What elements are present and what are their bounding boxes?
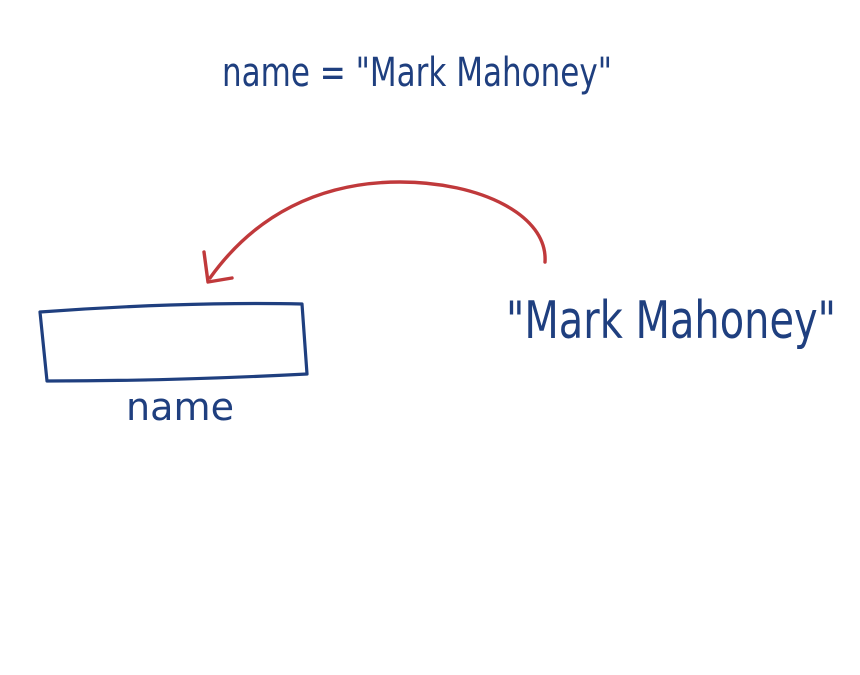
assignment-statement: name = "Mark Mahoney" [222, 50, 612, 96]
assignment-arrow [202, 180, 547, 284]
arrow-head [202, 250, 234, 284]
variable-label: name [126, 385, 234, 429]
variable-box [38, 301, 309, 383]
string-value: "Mark Mahoney" [506, 291, 836, 351]
